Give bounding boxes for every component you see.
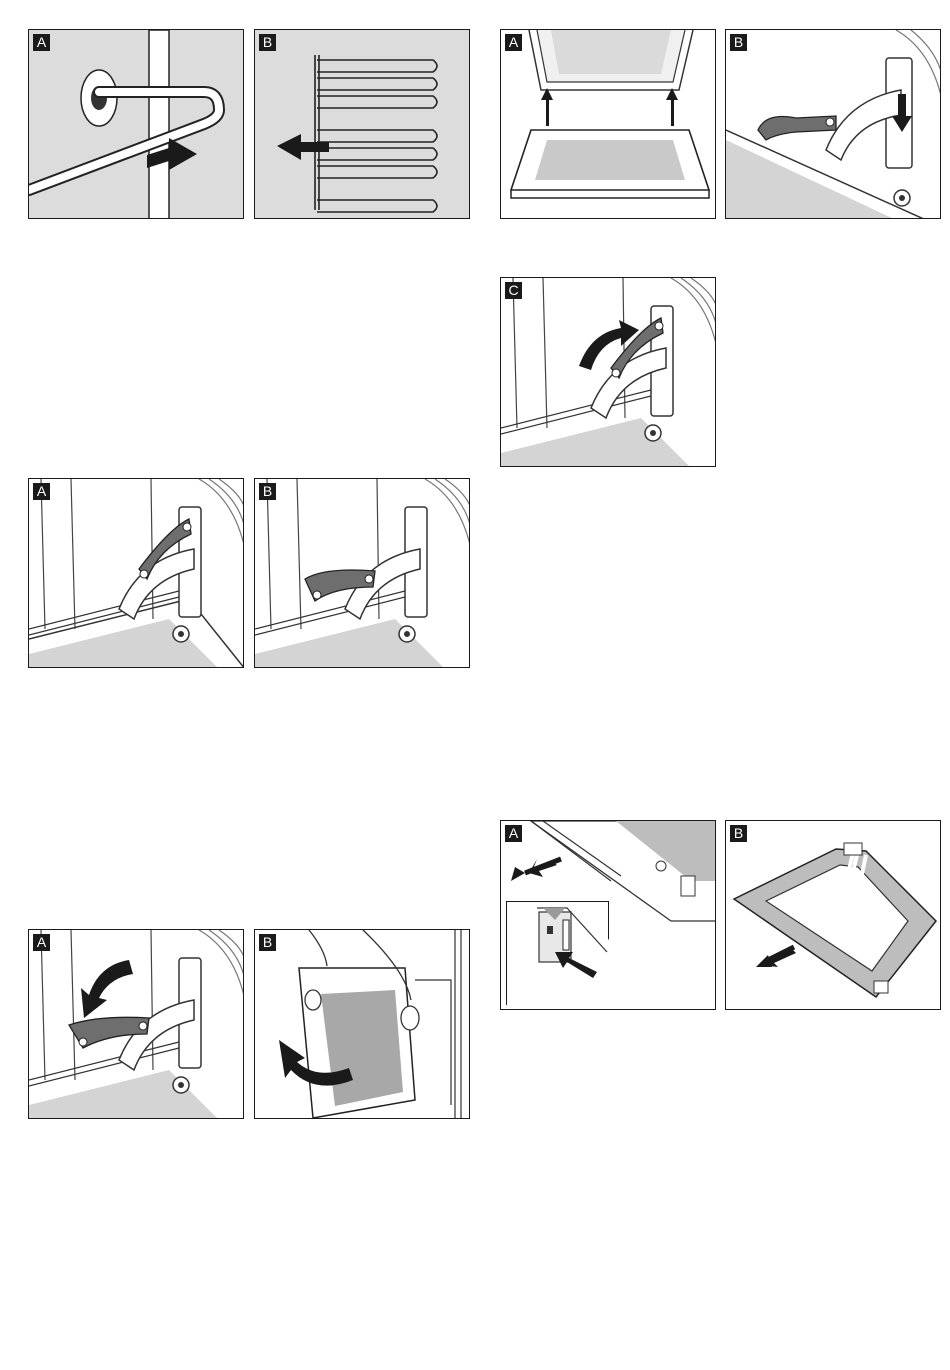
fig3-panel-b: B <box>254 929 470 1119</box>
panel-label: B <box>259 34 276 51</box>
panel-label: B <box>259 483 276 500</box>
panel-label: A <box>33 934 50 951</box>
hinge-lever-icon <box>501 278 716 467</box>
fig1-panel-a: A <box>28 29 244 219</box>
hinge-lever-icon <box>29 930 244 1119</box>
oven-door-icon <box>255 930 470 1119</box>
panel-label: A <box>505 34 522 51</box>
fig2-panel-a: A <box>28 478 244 668</box>
arrow-icon <box>507 902 610 1006</box>
fig2-panel-b: B <box>254 478 470 668</box>
fig6-panel-b: B <box>725 820 941 1010</box>
panel-label: C <box>505 282 522 299</box>
hinge-lever-icon <box>255 479 470 668</box>
panel-label: B <box>259 934 276 951</box>
fig4-panel-a: A <box>500 29 716 219</box>
hinge-lever-icon <box>726 30 941 219</box>
rail-rod-icon <box>29 30 244 219</box>
fig1-panel-b: B <box>254 29 470 219</box>
shelf-rack-icon <box>255 30 470 219</box>
fig5-panel-c: C <box>500 277 716 467</box>
hinge-lever-icon <box>29 479 244 668</box>
panel-label: B <box>730 34 747 51</box>
panel-label: B <box>730 825 747 842</box>
panel-label: A <box>33 483 50 500</box>
fig4-panel-b: B <box>725 29 941 219</box>
fig6-panel-a: A <box>500 820 716 1010</box>
glass-pane-icon <box>726 821 941 1010</box>
panel-label: A <box>505 825 522 842</box>
fig3-panel-a: A <box>28 929 244 1119</box>
panel-label: A <box>33 34 50 51</box>
detail-inset <box>506 901 609 1005</box>
oven-door-icon <box>501 30 716 219</box>
